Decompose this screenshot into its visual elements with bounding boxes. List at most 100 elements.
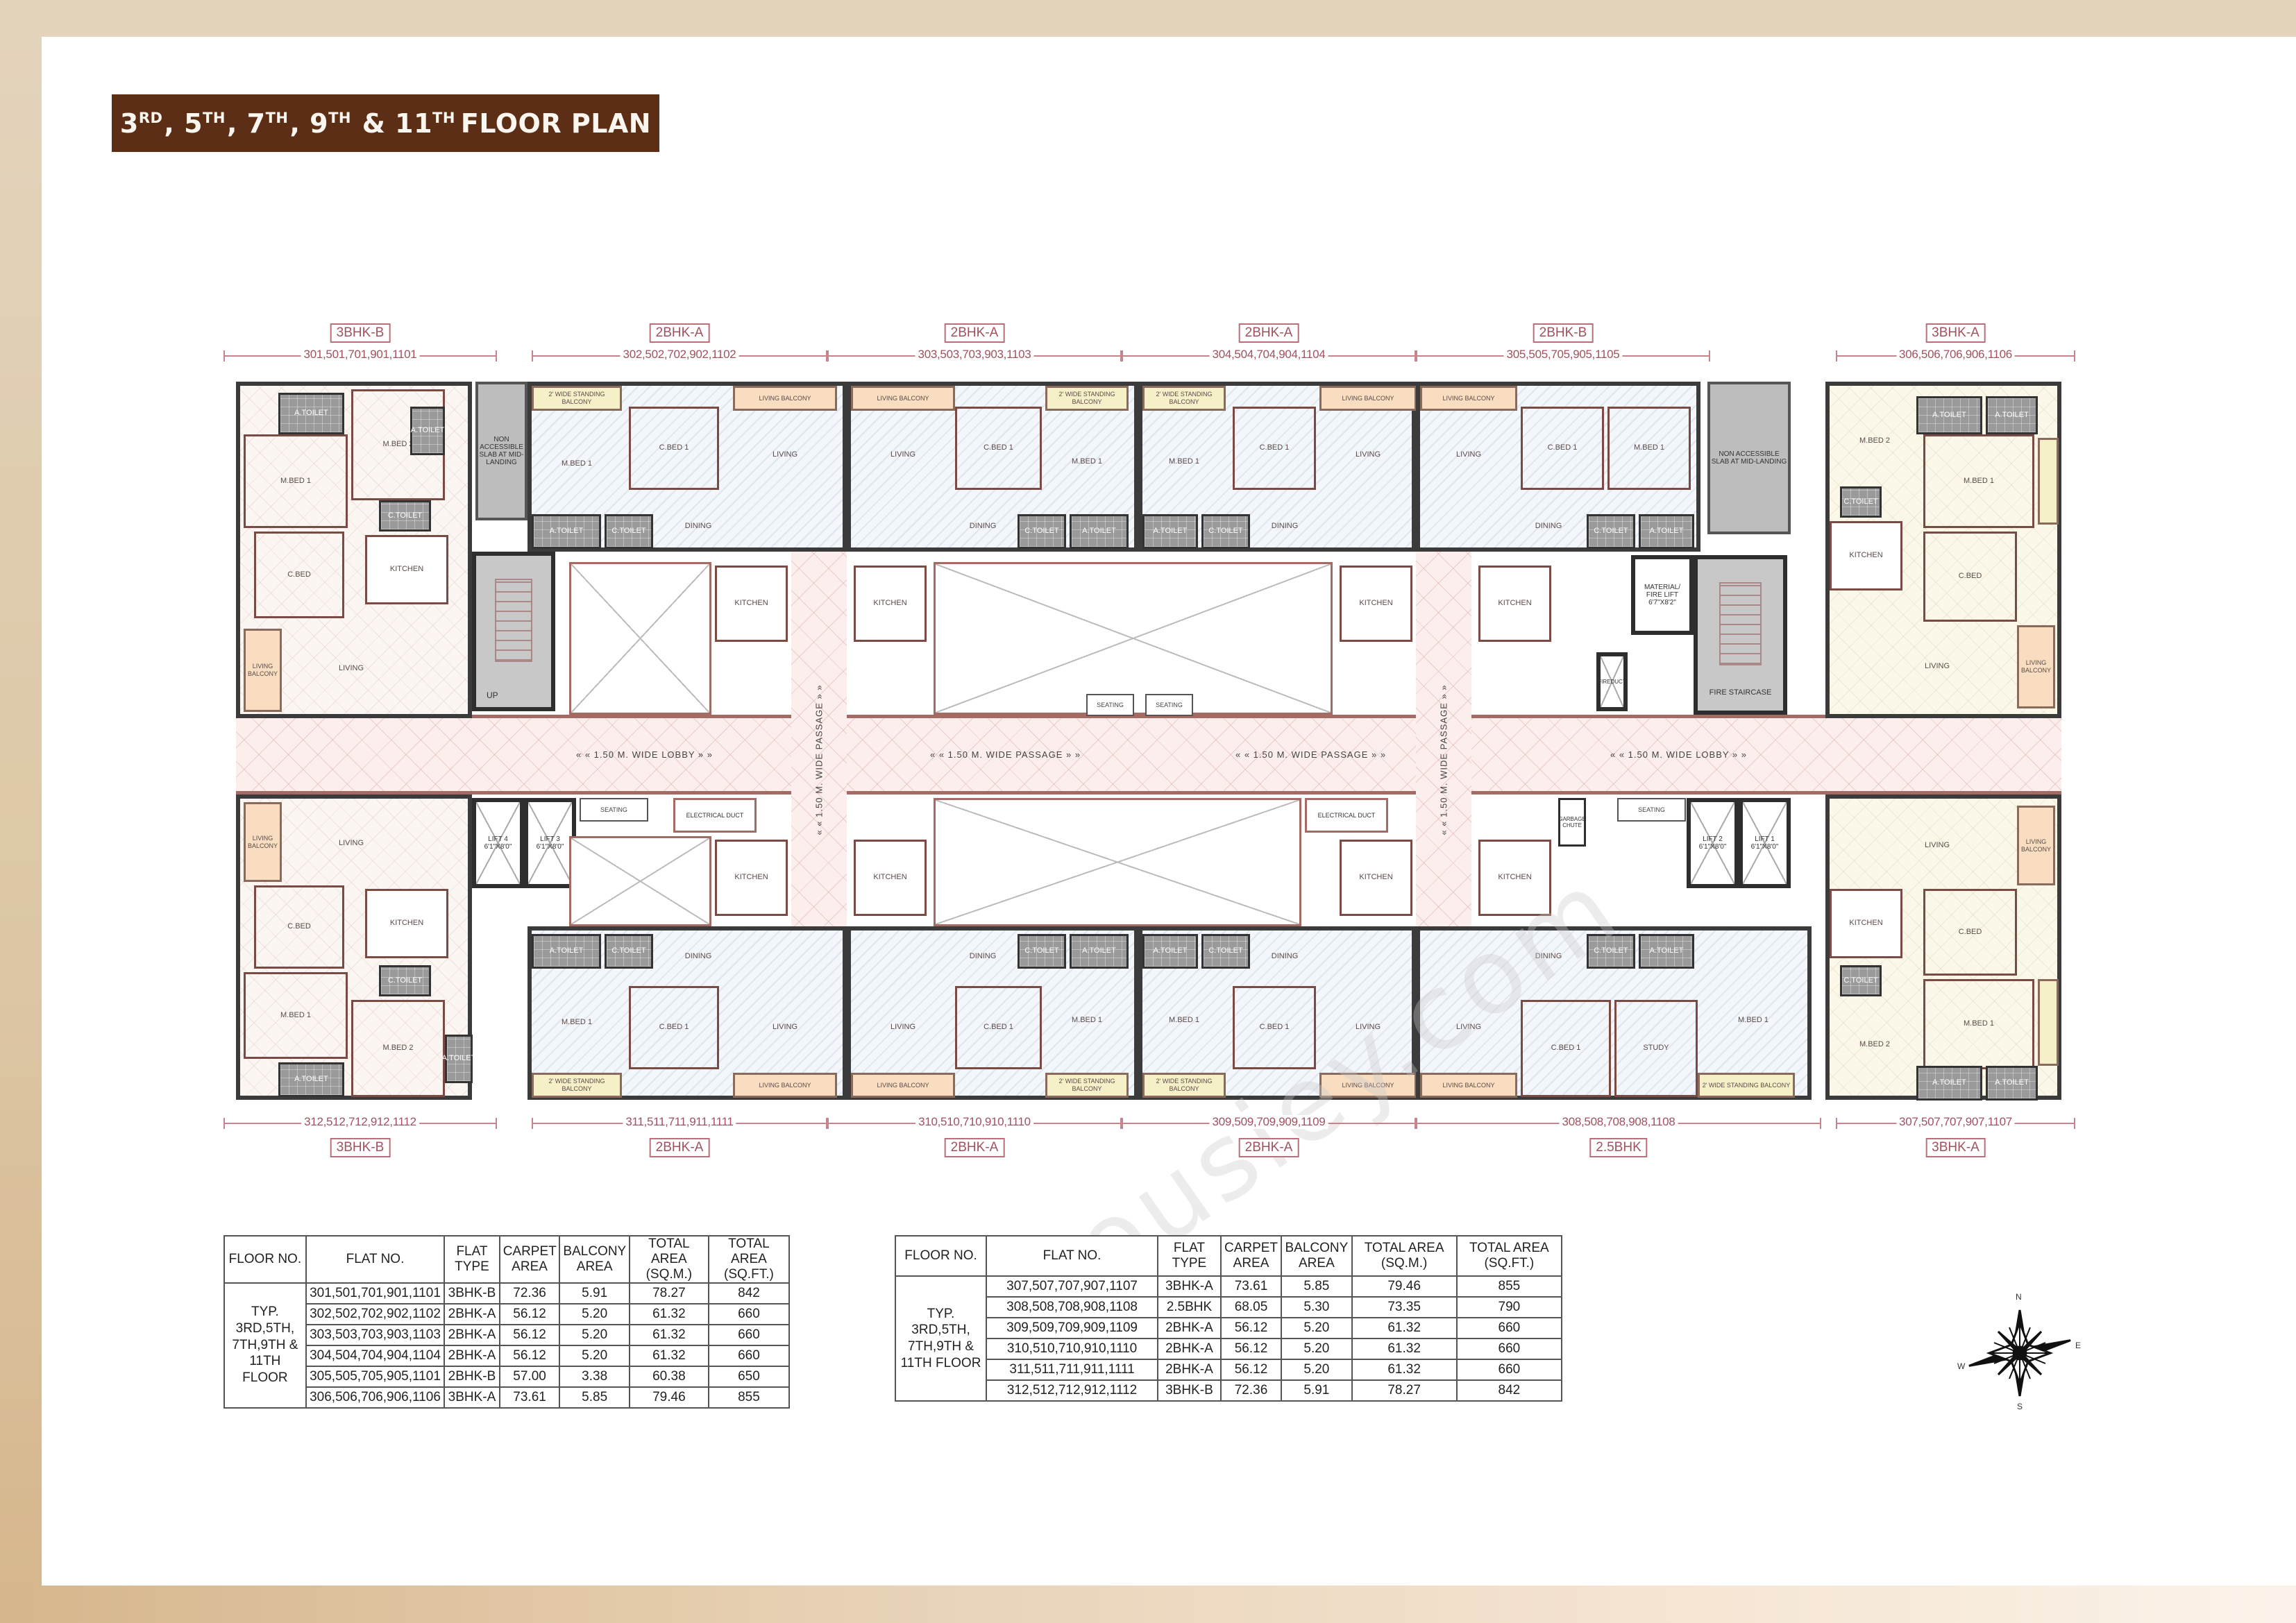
cell-balcony-area: 5.91 xyxy=(559,1282,630,1305)
room-living-balcony: LIVING BALCONY xyxy=(733,386,837,411)
room-c-toilet: C.TOILET xyxy=(379,500,431,532)
unit-dimension-308: 308,508,708,908,1108 2.5BHK xyxy=(1416,1115,1821,1166)
room-a-toilet: A.TOILET xyxy=(1142,934,1198,969)
room-m-bed-2: M.BED 2 xyxy=(1859,436,1890,445)
cell-flat-type: 2BHK-A xyxy=(444,1344,500,1367)
unit-type-label: 2BHK-A xyxy=(944,323,1005,343)
room-c-toilet: C.TOILET xyxy=(1587,514,1635,549)
room-a-toilet: A.TOILET xyxy=(1142,514,1198,549)
unit-type-label: 2BHK-A xyxy=(649,323,710,343)
cell-flat-type: 2BHK-A xyxy=(1157,1317,1222,1339)
passage-label-east: « « 1.50 M. WIDE PASSAGE » » xyxy=(1235,749,1387,760)
room-standing-balcony: 2' WIDE STANDING BALCONY xyxy=(532,1073,622,1098)
room-standing-balcony: 2' WIDE STANDING BALCONY xyxy=(1045,1073,1129,1098)
title-5th: 5TH, xyxy=(184,108,237,139)
room-study: STUDY xyxy=(1614,1000,1698,1097)
garbage-chute: GARBAGE CHUTE xyxy=(1558,798,1586,847)
unit-dimension-311: 311,511,711,911,1111 2BHK-A xyxy=(532,1115,827,1166)
cell-flat-type: 3BHK-B xyxy=(1157,1379,1222,1402)
unit-303-2bhk-a: LIVING BALCONY LIVING C.BED 1 2' WIDE ST… xyxy=(847,382,1138,552)
cell-flat-type: 2BHK-A xyxy=(1157,1359,1222,1381)
room-c-bed-1: C.BED 1 xyxy=(1233,407,1316,490)
room-standing-balcony: 2' WIDE STANDING BALCONY xyxy=(1142,386,1226,411)
cell-balcony-area: 5.30 xyxy=(1281,1296,1353,1318)
unit-308-2-5bhk: LIVING LIVING BALCONY DINING C.TOILET A.… xyxy=(1416,926,1812,1100)
cell-total-sqft: 790 xyxy=(1455,1296,1563,1318)
header-total-area-sqft: TOTAL AREA (SQ.FT.) xyxy=(1455,1235,1563,1277)
unit-305-2bhk-b: LIVING BALCONY LIVING C.BED 1 M.BED 1 DI… xyxy=(1416,382,1700,552)
table-row: 308,508,708,908,1108 2.5BHK 68.05 5.30 7… xyxy=(895,1296,1563,1318)
cell-flat-no: 307,507,707,907,1107 xyxy=(986,1275,1159,1298)
table-header-row: FLOOR NO. FLAT NO. FLAT TYPE CARPET AREA… xyxy=(223,1235,791,1284)
table-row: 302,502,702,902,1102 2BHK-A 56.12 5.20 6… xyxy=(224,1302,791,1325)
room-a-toilet: A.TOILET xyxy=(1070,934,1129,969)
title-3rd: 3RD, xyxy=(119,108,175,139)
cell-total-sqm: 78.27 xyxy=(628,1282,709,1305)
vertical-passage-east: « « 1.50 M. WIDE PASSAGE » » xyxy=(1416,517,1471,1003)
stair-treads xyxy=(495,578,532,662)
top-dimension-row: 3BHK-B 301,501,701,901,1101 2BHK-A 302,5… xyxy=(215,319,2082,368)
room-a-toilet: A.TOILET xyxy=(278,393,344,434)
lift-2: LIFT 2 6'1"X8'0" xyxy=(1687,798,1739,888)
cell-balcony-area: 5.20 xyxy=(1281,1317,1353,1339)
unit-type-label: 2BHK-B xyxy=(1533,323,1594,343)
room-living-balcony: LIVING BALCONY xyxy=(851,386,955,411)
room-kitchen-305: KITCHEN xyxy=(1478,566,1551,642)
room-c-bed-1: C.BED 1 xyxy=(1521,1000,1611,1097)
room-c-bed: C.BED xyxy=(254,885,344,969)
room-living-balcony: LIVING BALCONY xyxy=(2017,806,2055,885)
room-m-bed-1: M.BED 1 xyxy=(1168,457,1199,466)
unit-flat-numbers: 302,502,702,902,1102 xyxy=(620,348,739,362)
room-living: LIVING xyxy=(890,1023,916,1032)
room-kitchen: KITCHEN xyxy=(1830,889,1902,958)
header-flat-type: FLAT TYPE xyxy=(444,1235,500,1284)
unit-312-3bhk-b: LIVING LIVING BALCONY C.BED KITCHEN M.BE… xyxy=(236,794,475,1100)
unit-306-3bhk-a: M.BED 2 A.TOILET A.TOILET M.BED 1 C.TOIL… xyxy=(1825,382,2061,718)
unit-type-label: 2BHK-A xyxy=(1238,1138,1299,1157)
title-9th: 9TH xyxy=(310,108,352,139)
room-a-toilet: A.TOILET xyxy=(1986,396,2038,434)
material-fire-lift: MATERIAL/ FIRE LIFT 6'7"X8'2" xyxy=(1631,555,1694,635)
room-kitchen-310: KITCHEN xyxy=(854,840,927,916)
cell-balcony-area: 5.91 xyxy=(1281,1379,1353,1402)
cell-total-sqft: 842 xyxy=(1455,1379,1563,1402)
cell-carpet-area: 72.36 xyxy=(498,1282,561,1305)
room-m-bed-2: M.BED 2 xyxy=(1859,1040,1890,1049)
cell-flat-type: 3BHK-B xyxy=(444,1282,500,1305)
cell-carpet-area: 56.12 xyxy=(498,1323,561,1346)
cell-balcony-area: 5.20 xyxy=(559,1323,630,1346)
cell-total-sqft: 660 xyxy=(1455,1359,1563,1381)
room-dining: DINING xyxy=(1535,521,1562,530)
vertical-passage-west: « « 1.50 M. WIDE PASSAGE » » xyxy=(791,517,847,1003)
room-c-toilet: C.TOILET xyxy=(1840,965,1882,996)
room-kitchen-302: KITCHEN xyxy=(715,566,788,642)
unit-dimension-312: 312,512,712,912,1112 3BHK-B xyxy=(223,1115,497,1166)
unit-dimension-304: 2BHK-A 304,504,704,904,1104 xyxy=(1122,319,1416,368)
cell-flat-no: 302,502,702,902,1102 xyxy=(305,1302,446,1325)
compass-rose-icon: N S E W xyxy=(1957,1292,2082,1411)
room-living: LIVING xyxy=(1455,450,1482,459)
unit-flat-numbers: 304,504,704,904,1104 xyxy=(1209,348,1328,362)
unit-302-2bhk-a: 2' WIDE STANDING BALCONY M.BED 1 C.BED 1… xyxy=(527,382,847,552)
header-floor-no: FLOOR NO. xyxy=(223,1235,307,1284)
unit-type-label: 2BHK-A xyxy=(649,1138,710,1157)
cell-total-sqm: 61.32 xyxy=(1351,1338,1458,1360)
cell-carpet-area: 56.12 xyxy=(1219,1317,1283,1339)
table-row: 312,512,712,912,1112 3BHK-B 72.36 5.91 7… xyxy=(895,1379,1563,1402)
room-a-toilet: A.TOILET xyxy=(278,1062,344,1097)
cell-carpet-area: 56.12 xyxy=(498,1344,561,1367)
cell-balcony-area: 5.20 xyxy=(1281,1359,1353,1381)
unit-type-label: 2.5BHK xyxy=(1589,1138,1648,1157)
room-c-toilet: C.TOILET xyxy=(1840,486,1882,518)
vertical-passage-label: « « 1.50 M. WIDE PASSAGE » » xyxy=(813,684,825,835)
room-standing-balcony xyxy=(2038,438,2059,525)
passage-label-west: « « 1.50 M. WIDE PASSAGE » » xyxy=(930,749,1081,760)
cell-flat-type: 2BHK-A xyxy=(444,1323,500,1346)
room-m-bed-1: M.BED 1 xyxy=(1737,1016,1769,1025)
vertical-passage-label: « « 1.50 M. WIDE PASSAGE » » xyxy=(1438,684,1449,835)
cell-carpet-area: 56.12 xyxy=(498,1302,561,1325)
unit-flat-numbers: 306,506,706,906,1106 xyxy=(1896,348,2015,362)
table-row: 305,505,705,905,1101 2BHK-B 57.00 3.38 6… xyxy=(224,1365,791,1388)
area-table-right: FLOOR NO. FLAT NO. FLAT TYPE CARPET AREA… xyxy=(894,1235,1563,1402)
room-living: LIVING xyxy=(1455,1023,1482,1032)
